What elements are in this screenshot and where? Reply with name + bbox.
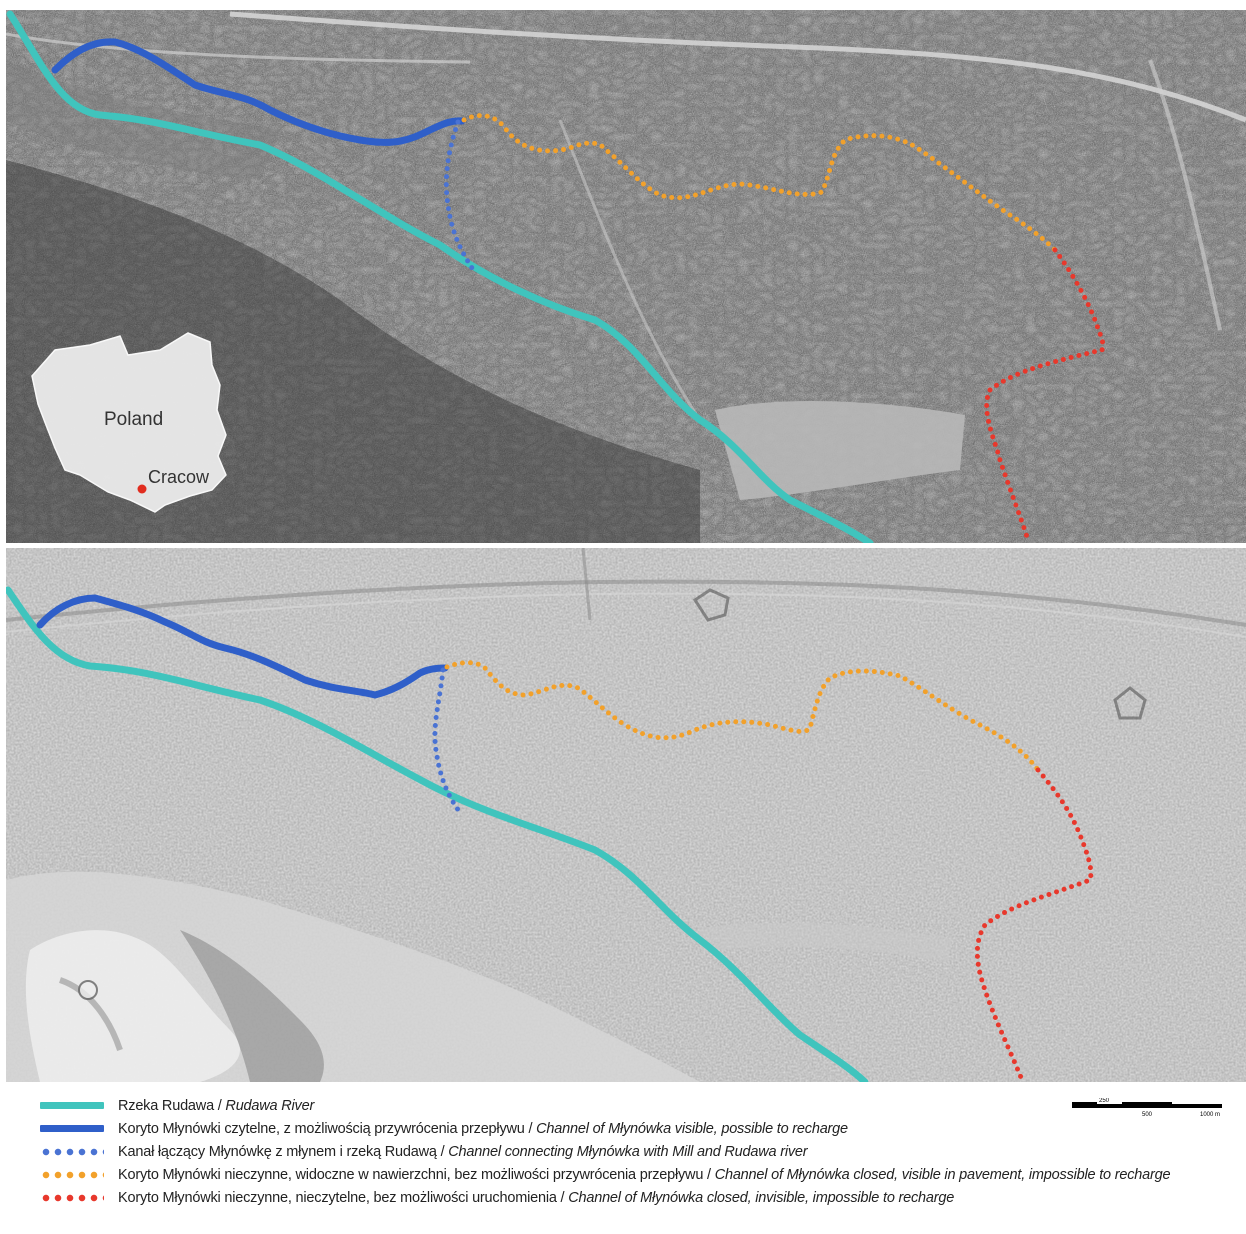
connecting-channel-dots: [443, 119, 475, 271]
legend-item-closed-visible-channel: Koryto Młynówki nieczynne, widoczne w na…: [40, 1163, 1240, 1186]
poland-inset-map: Poland Cracow: [31, 332, 227, 513]
aerial-map-panel: Poland Cracow: [6, 10, 1246, 543]
map-panels: Poland Cracow: [6, 10, 1246, 1082]
scale-bar-line: [1072, 1104, 1222, 1108]
legend-item-rudawa-river: Rzeka Rudawa / Rudawa River: [40, 1094, 1240, 1117]
legend-label: Koryto Młynówki czytelne, z możliwością …: [118, 1120, 848, 1137]
scale-bar: 250 500 1000 m: [1072, 1098, 1222, 1118]
visible-channel-line-relief: [36, 594, 449, 699]
legend-item-connecting-channel: Kanał łączący Młynówkę z młynem i rzeką …: [40, 1140, 1240, 1163]
legend-swatch-solid-cyan: [40, 1102, 104, 1109]
legend-swatch-solid-blue: [40, 1125, 104, 1132]
scale-label-500: 500: [1142, 1112, 1153, 1118]
rudawa-river-line: [6, 10, 874, 543]
legend-swatch-dots-red: [40, 1193, 104, 1202]
legend-swatch-dots-blue: [40, 1147, 104, 1156]
inset-country-label: Poland: [104, 409, 163, 430]
inset-city-label: Cracow: [148, 467, 210, 487]
map-legend: Rzeka Rudawa / Rudawa River Koryto Młynó…: [40, 1094, 1240, 1209]
scale-label-1000: 1000 m: [1200, 1112, 1220, 1118]
legend-label: Rzeka Rudawa / Rudawa River: [118, 1097, 315, 1114]
closed-visible-channel-dots-relief: [444, 660, 1041, 773]
rudawa-river-line-relief: [6, 586, 869, 1082]
scale-bar-segment: [1122, 1102, 1172, 1105]
closed-visible-channel-dots: [461, 113, 1058, 253]
connecting-channel-dots-relief: [432, 667, 465, 818]
scale-bar-segment: [1072, 1102, 1097, 1105]
closed-invisible-channel-dots: [984, 247, 1106, 543]
visible-channel-line: [51, 38, 466, 146]
closed-invisible-channel-dots-relief: [974, 767, 1094, 1082]
legend-label: Koryto Młynówki nieczynne, nieczytelne, …: [118, 1189, 955, 1206]
legend-label: Koryto Młynówki nieczynne, widoczne w na…: [118, 1166, 1171, 1183]
legend-item-closed-invisible-channel: Koryto Młynówki nieczynne, nieczytelne, …: [40, 1186, 1240, 1209]
legend-item-visible-channel: Koryto Młynówki czytelne, z możliwością …: [40, 1117, 1240, 1140]
scale-label-250: 250: [1099, 1098, 1110, 1104]
cracow-marker-icon: [137, 484, 147, 494]
legend-label: Kanał łączący Młynówkę z młynem i rzeką …: [118, 1143, 808, 1160]
legend-swatch-dots-orange: [40, 1170, 104, 1179]
relief-map-panel: [6, 548, 1246, 1082]
